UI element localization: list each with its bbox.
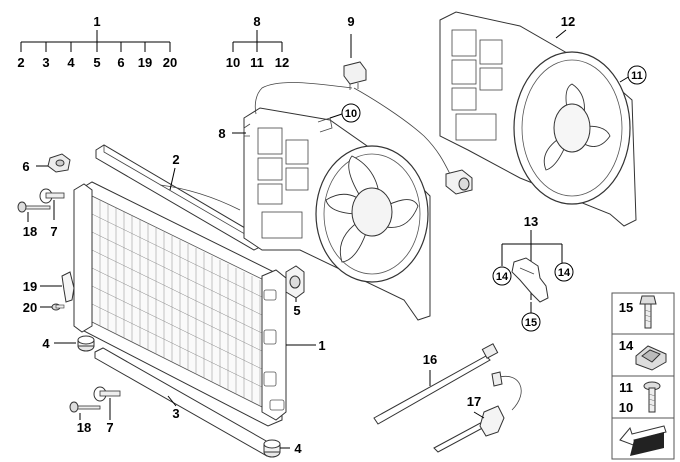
hardware-row-15: 15 bbox=[619, 295, 657, 329]
part-4-mount-bottom: 4 bbox=[263, 439, 302, 458]
callout-16: 16 bbox=[423, 352, 437, 367]
screw-icon bbox=[643, 381, 661, 413]
part-12-shroud: 12 bbox=[439, 11, 637, 227]
callout-4-top: 4 bbox=[42, 336, 50, 351]
part-17-clamp: 17 bbox=[433, 371, 522, 453]
part-19-bracket: 19 bbox=[23, 271, 75, 303]
callout-2: 2 bbox=[172, 152, 179, 167]
callout-3: 3 bbox=[172, 406, 179, 421]
part-4-mount-top: 4 bbox=[42, 335, 95, 352]
part-7-washer-top: 7 bbox=[39, 188, 65, 239]
callout-1-sub-19: 19 bbox=[138, 55, 152, 70]
part-6-grommet: 6 bbox=[22, 153, 71, 174]
panel-label-10: 10 bbox=[619, 400, 633, 415]
callout-1-sub-3: 3 bbox=[42, 55, 49, 70]
part-11-callout: 11 bbox=[619, 65, 647, 85]
callout-17: 17 bbox=[467, 394, 481, 409]
callout-1: 1 bbox=[318, 338, 325, 353]
hardware-row-14: 14 bbox=[619, 338, 667, 371]
part-20-screw: 20 bbox=[23, 300, 65, 315]
callout-20: 20 bbox=[23, 300, 37, 315]
callout-8-header: 8 bbox=[253, 14, 260, 29]
callout-1-sub-4: 4 bbox=[67, 55, 75, 70]
arrow-icon bbox=[619, 425, 667, 456]
callout-11-circled: 11 bbox=[631, 70, 643, 82]
callout-8-sub-12: 12 bbox=[275, 55, 289, 70]
callout-15-circled: 15 bbox=[525, 317, 537, 329]
part-18-bolt-top: 18 bbox=[17, 201, 51, 239]
panel-label-15: 15 bbox=[619, 300, 633, 315]
callout-14-left: 14 bbox=[496, 271, 509, 283]
part-18-bolt-bottom: 18 bbox=[69, 401, 101, 435]
part-16-cable-tie: 16 bbox=[373, 343, 499, 425]
part-13-bracket: 13 14 14 15 bbox=[492, 214, 574, 332]
hardware-row-11-10: 11 10 bbox=[619, 380, 661, 415]
callout-18-bottom: 18 bbox=[77, 420, 91, 435]
callout-6: 6 bbox=[22, 159, 29, 174]
part-5-buffer: 5 bbox=[285, 265, 305, 318]
part-10-callout: 10 bbox=[329, 103, 361, 123]
callout-8: 8 bbox=[218, 126, 225, 141]
callout-4-bottom: 4 bbox=[294, 441, 302, 456]
callout-1-sub-2: 2 bbox=[17, 55, 24, 70]
part-1-radiator: 1 bbox=[73, 181, 326, 427]
callout-group-1: 1 2 3 4 5 6 19 20 bbox=[17, 14, 177, 70]
part-7-washer-bottom: 7 bbox=[93, 386, 121, 435]
callout-7-top: 7 bbox=[50, 224, 57, 239]
part-8-fan-shroud: 8 bbox=[218, 107, 431, 321]
panel-label-14: 14 bbox=[619, 338, 634, 353]
callout-8-sub-10: 10 bbox=[226, 55, 240, 70]
callout-1-header: 1 bbox=[93, 14, 100, 29]
callout-12: 12 bbox=[561, 14, 575, 29]
callout-7-bottom: 7 bbox=[106, 420, 113, 435]
callout-1-sub-20: 20 bbox=[163, 55, 177, 70]
bolt-icon bbox=[639, 295, 657, 329]
callout-9: 9 bbox=[347, 14, 354, 29]
callout-5: 5 bbox=[293, 303, 300, 318]
callout-14-right: 14 bbox=[558, 267, 571, 279]
part-9-resistor: 9 bbox=[254, 14, 473, 195]
callout-13: 13 bbox=[524, 214, 538, 229]
clip-nut-icon bbox=[635, 345, 667, 371]
callout-19: 19 bbox=[23, 279, 37, 294]
callout-1-sub-5: 5 bbox=[93, 55, 100, 70]
panel-label-11: 11 bbox=[619, 380, 633, 395]
hardware-panel: 15 14 11 10 bbox=[611, 292, 675, 460]
callout-8-sub-11: 11 bbox=[250, 55, 264, 70]
callout-18-top: 18 bbox=[23, 224, 37, 239]
callout-group-8: 8 10 11 12 bbox=[226, 14, 289, 70]
callout-1-sub-6: 6 bbox=[117, 55, 124, 70]
callout-10-circled: 10 bbox=[345, 108, 357, 120]
